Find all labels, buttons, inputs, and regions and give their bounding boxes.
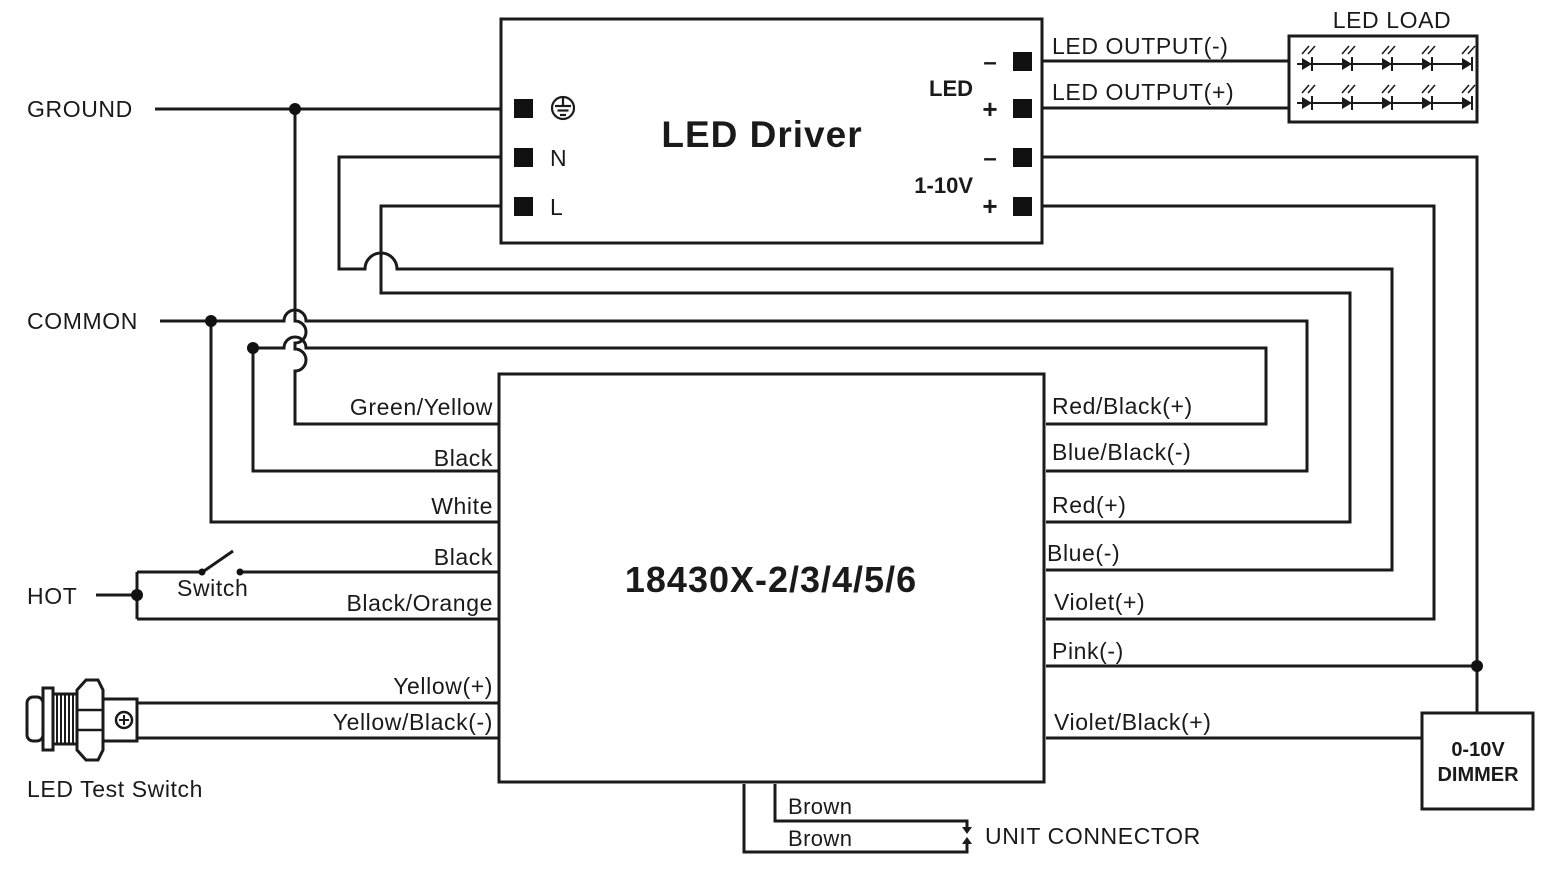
led-load-title: LED LOAD [1333,7,1452,33]
led-string-bottom [1297,84,1476,110]
green-yellow-label: Green/Yellow [350,394,493,420]
green-yellow-wire [293,109,498,426]
dimmer-label-line2: DIMMER [1437,764,1519,786]
neutral-terminal [514,148,533,167]
dim-terminal-group-label: 1-10V [914,173,973,198]
brown2-wire [742,784,969,854]
white-wire [209,321,498,524]
pink-junction [1471,660,1483,672]
violet-black-label: Violet/Black(+) [1054,709,1212,735]
common-junction [205,315,217,327]
unit-connector [962,827,972,844]
black1-label: Black [434,445,493,471]
dim-plus-sign: + [982,191,997,221]
dim-neg-terminal [1013,148,1032,167]
blue-label: Blue(-) [1047,540,1120,566]
switch-contact-b [236,568,244,576]
brown2-label: Brown [788,826,852,851]
black2-label: Black [434,544,493,570]
dim-pos-wire [1043,204,1436,621]
switch-label: Switch [177,575,248,601]
dim-pos-terminal [1013,197,1032,216]
junctions [131,103,1483,672]
unit-model-label: 18430X-2/3/4/5/6 [625,559,917,600]
violet-label: Violet(+) [1054,589,1145,615]
led-diode-icon [1381,84,1396,110]
hot-junction [131,589,143,601]
led-driver: LED Driver N L – + – + LED 1-10V [499,17,1044,245]
black1-wire [253,335,1268,426]
terminal-n-label: N [550,145,567,171]
led-diode-icon [1421,45,1436,71]
dimmer: 0-10V DIMMER [1420,711,1535,811]
brown1-label: Brown [788,794,852,819]
red-label: Red(+) [1052,492,1127,518]
ground-terminal [514,99,533,118]
blue-black-label: Blue/Black(-) [1052,439,1191,465]
red-black-label: Red/Black(+) [1052,393,1193,419]
led-plus-sign: + [982,94,997,124]
hot-label: HOT [27,583,77,609]
led-pos-terminal [1013,99,1032,118]
white-label: White [431,493,493,519]
switch-contact-a [198,568,206,576]
common-wire [160,308,1309,473]
ground-junction [289,103,301,115]
led-load-box [1287,34,1479,124]
led-string-top [1297,45,1476,71]
led-terminal-group-label: LED [929,76,973,101]
led-driver-box [499,17,1044,245]
led-diode-icon [1461,84,1476,110]
line-wire [379,204,1352,524]
led-minus-sign: – [983,49,996,76]
terminal-l-label: L [550,194,563,220]
unit-connector-label: UNIT CONNECTOR [985,823,1201,849]
led-diode-icon [1381,45,1396,71]
led-load: LED LOAD [1287,7,1479,124]
line-terminal [514,197,533,216]
dim-neg-wire [1043,155,1479,713]
led-diode-icon [1341,45,1356,71]
led-neg-terminal [1013,52,1032,71]
led-diode-icon [1461,45,1476,71]
black-junction [247,342,259,354]
wires [96,59,1479,854]
emergency-unit: 18430X-2/3/4/5/6 [497,372,1046,784]
unit-box [497,372,1046,784]
led-test-switch-icon [25,678,139,762]
black-orange-label: Black/Orange [346,590,493,616]
led-driver-title: LED Driver [661,114,862,155]
led-test-switch-label: LED Test Switch [27,776,203,802]
earth-ground-icon [550,95,576,121]
switch-blade [203,549,234,573]
common-label: COMMON [27,308,138,334]
labels: GROUND COMMON HOT Switch Green/Yellow Bl… [27,33,1234,851]
led-diode-icon [1301,84,1316,110]
dim-minus-sign: – [983,145,996,172]
led-diode-icon [1301,45,1316,71]
pink-label: Pink(-) [1052,638,1124,664]
yellow-black-label: Yellow/Black(-) [333,709,493,735]
led-output-neg-label: LED OUTPUT(-) [1052,33,1228,59]
led-diode-icon [1421,84,1436,110]
led-output-pos-label: LED OUTPUT(+) [1052,79,1234,105]
dimmer-box [1420,711,1535,811]
led-diode-icon [1341,84,1356,110]
yellow-pos-label: Yellow(+) [393,673,493,699]
dimmer-label-line1: 0-10V [1451,739,1505,761]
brown1-wire [773,784,969,827]
black1-drop-wire [251,348,498,473]
ground-label: GROUND [27,96,133,122]
